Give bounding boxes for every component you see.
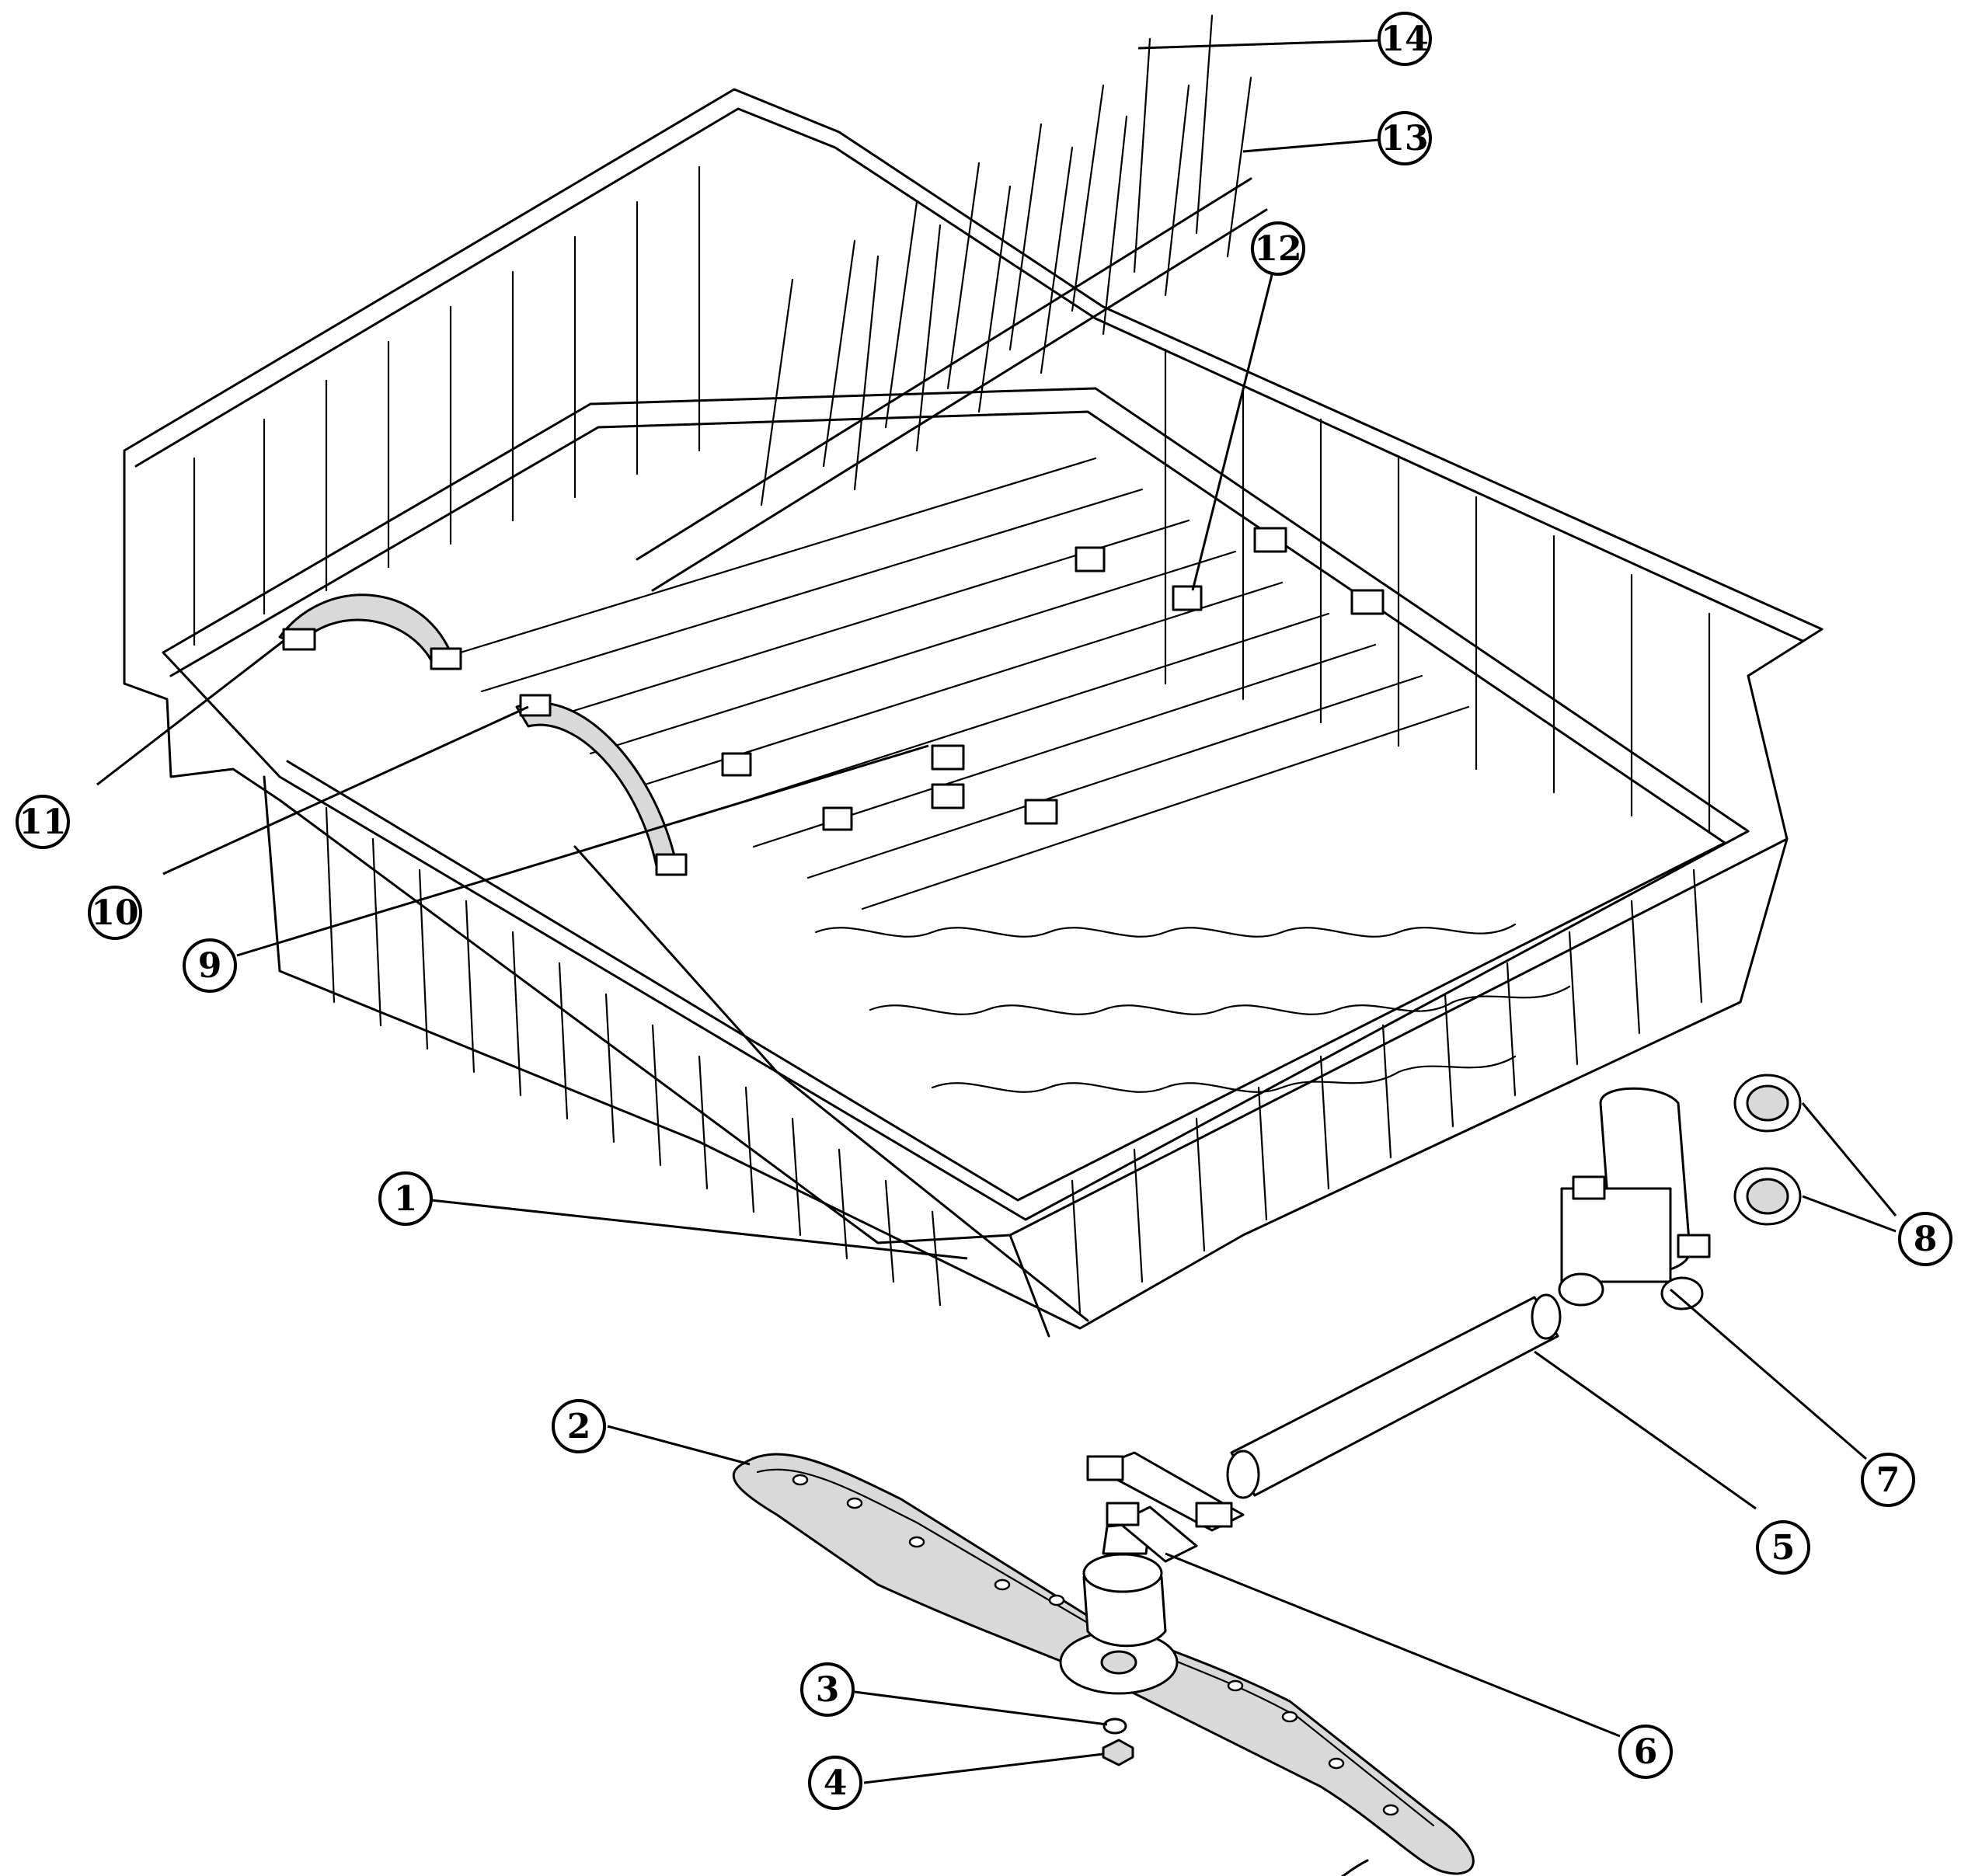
stray-mark [1341,1859,1369,1876]
washer [1102,1718,1127,1735]
callout-8: 8 [1898,1212,1952,1266]
callout-label: 1 [394,1179,418,1219]
spray-arm-holes [792,1474,1399,1816]
callout-1: 1 [378,1171,433,1226]
callout-label: 6 [1634,1732,1658,1772]
callout-label: 11 [19,802,66,842]
rack-clips [278,527,1385,876]
callout-label: 3 [816,1670,840,1710]
callout-6: 6 [1618,1725,1673,1779]
cup-shelf-tines [636,14,1268,592]
manifold [1558,1087,1711,1310]
callout-5: 5 [1756,1520,1810,1575]
callout-label: 4 [824,1763,848,1803]
callout-label: 9 [198,946,222,986]
callout-label: 14 [1381,19,1428,59]
callout-label: 5 [1771,1528,1796,1568]
callout-label: 7 [1876,1460,1900,1500]
seal-rings [1733,1074,1802,1226]
dish-rack [123,88,1823,1338]
callout-3: 3 [800,1662,855,1717]
rack-inner-grid [434,457,1571,1093]
water-tube [1226,1293,1562,1499]
callout-label: 10 [91,893,138,933]
callout-label: 12 [1254,229,1301,269]
rack-front-tines [325,806,1703,1314]
spray-arm [732,1453,1475,1875]
callout-10: 10 [88,886,142,940]
rack-back-tines [193,165,1711,833]
callout-14: 14 [1378,12,1432,66]
callout-label: 2 [567,1407,591,1446]
callout-4: 4 [808,1756,862,1810]
callout-2: 2 [552,1399,606,1453]
spray-arm-hub [1082,1451,1245,1648]
callout-9: 9 [183,938,237,993]
leader-lines [96,39,1897,1784]
nut [1102,1739,1134,1766]
callout-12: 12 [1251,221,1305,276]
callout-11: 11 [16,795,70,849]
callout-13: 13 [1378,111,1432,165]
callout-label: 8 [1914,1220,1938,1259]
callout-7: 7 [1861,1453,1915,1507]
callout-label: 13 [1381,119,1428,158]
